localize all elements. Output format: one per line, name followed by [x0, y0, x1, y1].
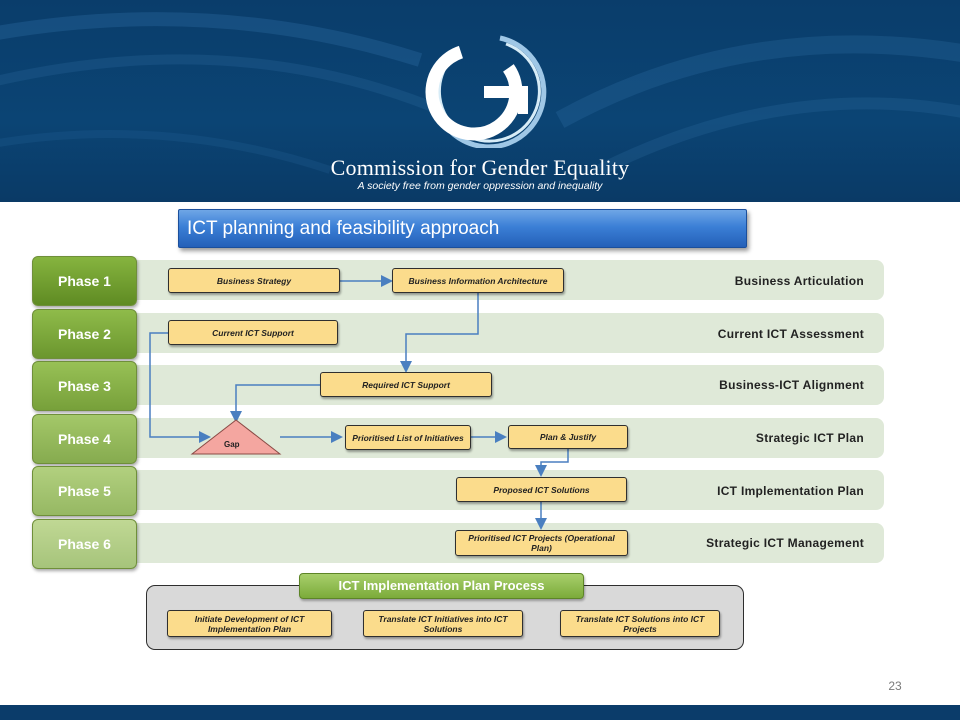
box-business-information-architecture: Business Information Architecture	[392, 268, 564, 293]
process-step-2: Translate ICT Initiatives into ICT Solut…	[363, 610, 523, 637]
phase-4-tab: Phase 4	[32, 414, 137, 464]
phase-5-tab: Phase 5	[32, 466, 137, 516]
lane-label-ict-implementation-plan: ICT Implementation Plan	[717, 484, 864, 498]
box-proposed-ict-solutions: Proposed ICT Solutions	[456, 477, 627, 502]
lane-label-business-ict-alignment: Business-ICT Alignment	[719, 378, 864, 392]
slide-title: ICT planning and feasibility approach	[187, 218, 500, 239]
phase-5-label: Phase 5	[58, 483, 111, 499]
phase-2-tab: Phase 2	[32, 309, 137, 359]
process-step-1: Initiate Development of ICT Implementati…	[167, 610, 332, 637]
commission-logo-icon	[425, 35, 547, 148]
box-business-strategy: Business Strategy	[168, 268, 340, 293]
process-step-3: Translate ICT Solutions into ICT Project…	[560, 610, 720, 637]
lane-label-business-articulation: Business Articulation	[734, 274, 864, 288]
box-current-ict-support: Current ICT Support	[168, 320, 338, 345]
box-required-ict-support: Required ICT Support	[320, 372, 492, 397]
box-prioritised-list: Prioritised List of Initiatives	[345, 425, 471, 450]
header-banner: Commission for Gender Equality A society…	[0, 0, 960, 202]
gap-label: Gap	[224, 440, 240, 449]
phase-3-tab: Phase 3	[32, 361, 137, 411]
phase-4-label: Phase 4	[58, 431, 111, 447]
phase-1-label: Phase 1	[58, 273, 111, 289]
phase-3-label: Phase 3	[58, 378, 111, 394]
box-plan-justify: Plan & Justify	[508, 425, 628, 449]
phase-6-label: Phase 6	[58, 536, 111, 552]
slide-title-box: ICT planning and feasibility approach	[178, 209, 747, 248]
phase-2-label: Phase 2	[58, 326, 111, 342]
org-name: Commission for Gender Equality	[330, 155, 630, 180]
lane-label-strategic-ict-management: Strategic ICT Management	[706, 536, 864, 550]
page-number: 23	[888, 679, 902, 693]
lane-label-current-ict-assessment: Current ICT Assessment	[717, 327, 864, 341]
phase-6-tab: Phase 6	[32, 519, 137, 569]
box-prioritised-ict-projects: Prioritised ICT Projects (Operational Pl…	[455, 530, 628, 556]
header-swirl-decoration	[0, 12, 960, 176]
process-title: ICT Implementation Plan Process	[299, 573, 584, 599]
lane-label-strategic-ict-plan: Strategic ICT Plan	[755, 431, 864, 445]
org-tagline: A society free from gender oppression an…	[357, 180, 603, 192]
phase-1-tab: Phase 1	[32, 256, 137, 306]
footer-bar	[0, 705, 960, 720]
